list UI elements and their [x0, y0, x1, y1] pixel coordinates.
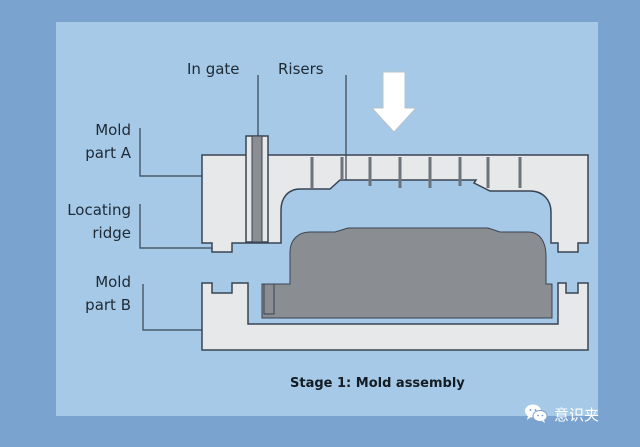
watermark: 意识夹	[524, 403, 599, 425]
leader-lines	[139, 75, 347, 331]
label-mold-part-a-line2: part A	[85, 144, 132, 162]
label-risers: Risers	[278, 60, 324, 78]
label-mold-part-a-line1: Mold	[95, 121, 131, 139]
casting-pattern	[261, 227, 553, 319]
mold-part-b	[201, 282, 589, 351]
riser-channels	[310, 157, 522, 188]
down-arrow-icon	[370, 71, 418, 133]
wechat-icon	[525, 404, 548, 423]
diagram-caption: Stage 1: Mold assembly	[290, 376, 465, 391]
label-in-gate: In gate	[187, 60, 240, 78]
in-gate-channel	[245, 135, 275, 315]
watermark-text: 意识夹	[554, 405, 600, 424]
label-locating-ridge-line2: ridge	[92, 224, 131, 242]
label-mold-part-b-line2: part B	[85, 296, 131, 314]
label-mold-part-b-line1: Mold	[95, 273, 131, 291]
label-locating-ridge-line1: Locating	[67, 201, 131, 219]
mold-part-a	[201, 154, 589, 253]
